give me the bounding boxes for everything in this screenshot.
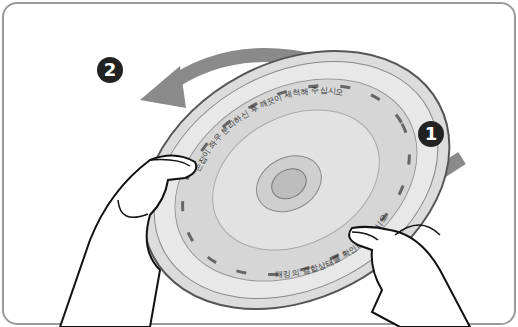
- callout-number: 2: [97, 57, 123, 83]
- callout-number: 1: [418, 121, 444, 147]
- right-finger: [395, 225, 440, 235]
- svg-text:손잡이 좌우 분리하신 후 깨끗이 세척해 주십시오: 손잡이 좌우 분리하신 후 깨끗이 세척해 주십시오: [179, 63, 348, 176]
- left-thumb: [150, 160, 190, 166]
- left-finger: [118, 200, 148, 217]
- left-hand: [60, 155, 196, 327]
- lid-text: 손잡이 좌우 분리하신 후 깨끗이 세척해 주십시오: [179, 63, 348, 176]
- right-hand: [349, 227, 470, 327]
- right-thumb: [352, 232, 378, 240]
- rotate-arrow-head: [140, 66, 186, 108]
